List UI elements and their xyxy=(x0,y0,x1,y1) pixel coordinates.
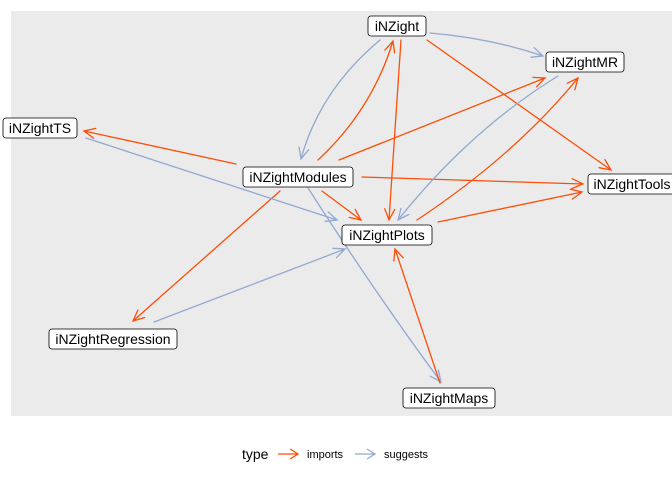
node-iNZightModules: iNZightModules xyxy=(242,166,354,188)
edge-iNZightPlots-to-iNZightMR xyxy=(416,76,579,221)
node-label: iNZightRegression xyxy=(55,331,170,347)
legend-imports-arrow-icon xyxy=(278,448,300,460)
edge-iNZightModules-to-iNZightTS xyxy=(82,127,237,165)
node-iNZight: iNZight xyxy=(367,15,427,37)
edge-iNZight-to-iNZightModules xyxy=(298,39,381,161)
edge-iNZightMaps-to-iNZightPlots xyxy=(393,247,441,384)
edge-iNZightMR-to-iNZightPlots xyxy=(397,75,559,222)
edge-iNZightPlots-to-iNZightTools xyxy=(437,188,584,223)
nodes-layer: iNZight iNZightMR iNZightTS iNZightModules i… xyxy=(2,15,672,409)
edge-iNZightModules-to-iNZightPlots xyxy=(321,190,363,221)
node-box xyxy=(367,15,427,37)
node-box xyxy=(587,173,672,195)
legend: type imports suggests xyxy=(242,446,429,462)
edge-iNZightRegression-to-iNZightPlots xyxy=(153,247,347,323)
legend-imports-label: imports xyxy=(307,449,344,461)
legend-item-imports: imports xyxy=(278,448,344,461)
node-iNZightTS: iNZightTS xyxy=(2,117,78,139)
node-iNZightTools: iNZightTools xyxy=(587,173,672,195)
node-label: iNZightTS xyxy=(9,120,71,136)
legend-title: type xyxy=(242,446,269,462)
node-label: iNZight xyxy=(375,18,419,34)
node-box xyxy=(545,51,625,73)
edge-iNZightModules-to-iNZightMaps xyxy=(307,187,442,384)
edge-iNZightModules-to-iNZight xyxy=(317,39,396,161)
node-label: iNZightModules xyxy=(249,169,346,185)
edge-iNZightModules-to-iNZightMR xyxy=(338,76,547,161)
edge-iNZight-to-iNZightMR xyxy=(429,32,545,58)
edge-iNZightTS-to-iNZightPlots xyxy=(85,137,339,222)
edges-layer xyxy=(82,32,613,384)
legend-suggests-arrow-icon xyxy=(355,448,377,460)
node-box xyxy=(341,224,433,246)
edge-iNZight-to-iNZightPlots xyxy=(384,39,402,222)
node-label: iNZightTools xyxy=(593,176,670,192)
legend-suggests-label: suggests xyxy=(384,449,429,461)
legend-item-suggests: suggests xyxy=(355,448,429,461)
node-iNZightPlots: iNZightPlots xyxy=(341,224,433,246)
node-label: iNZightPlots xyxy=(349,227,424,243)
node-iNZightMR: iNZightMR xyxy=(545,51,625,73)
edge-iNZight-to-iNZightTools xyxy=(426,39,613,171)
node-box xyxy=(2,117,78,139)
node-box xyxy=(48,328,178,350)
node-label: iNZightMaps xyxy=(410,390,489,406)
node-iNZightRegression: iNZightRegression xyxy=(48,328,178,350)
edge-iNZightModules-to-iNZightRegression xyxy=(131,190,281,323)
node-box xyxy=(402,387,496,409)
node-label: iNZightMR xyxy=(552,54,618,70)
node-box xyxy=(242,166,354,188)
node-iNZightMaps: iNZightMaps xyxy=(402,387,496,409)
